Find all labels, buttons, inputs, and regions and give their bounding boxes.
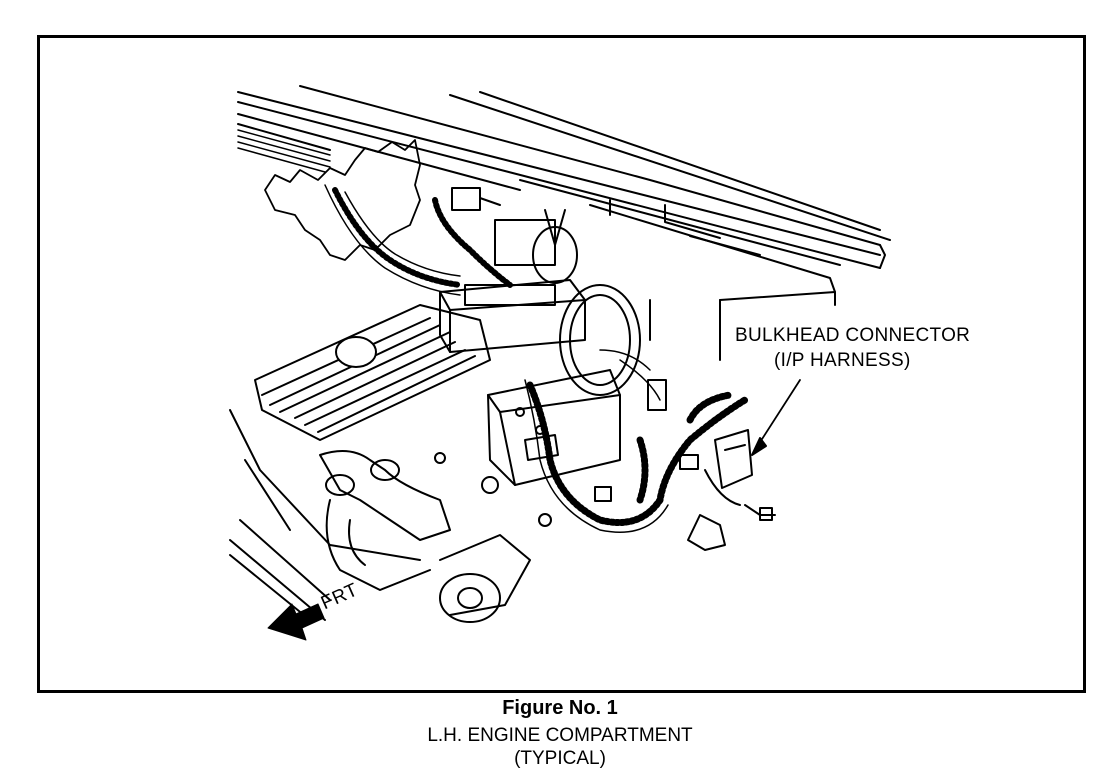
figure-caption-title: Figure No. 1	[502, 697, 618, 719]
callout-leader-arrow	[751, 379, 801, 456]
valve-cover	[254, 304, 491, 441]
top-connector	[451, 187, 578, 284]
exhaust-manifold	[319, 450, 451, 591]
figure-caption-subtitle: L.H. ENGINE COMPARTMENT	[427, 725, 693, 746]
bulkhead-connector	[594, 429, 776, 551]
harness-lower	[526, 381, 749, 526]
inner-fender-edge	[264, 139, 421, 261]
alternator	[439, 534, 531, 623]
booster	[559, 284, 641, 396]
clips	[434, 379, 667, 527]
figure-caption-note: (TYPICAL)	[514, 748, 606, 769]
front-direction-arrow-icon	[267, 603, 325, 641]
engine-block	[229, 409, 421, 621]
callout-label-line1: BULKHEAD CONNECTOR	[735, 325, 971, 346]
cowl-panel	[237, 85, 891, 361]
harness-upper	[332, 187, 513, 288]
callout-label-line2: (I/P HARNESS)	[774, 350, 911, 371]
figure-frame	[37, 35, 1086, 693]
